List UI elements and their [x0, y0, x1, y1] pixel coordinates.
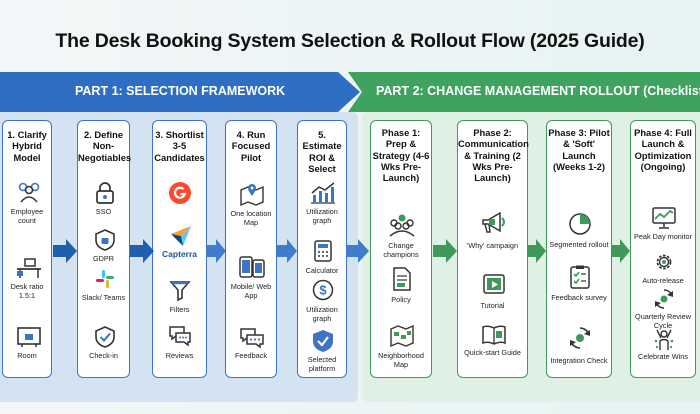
phase-card-2: Phase 2: Communication & Training (2 Wks… — [457, 120, 529, 378]
phase-card-4: Phase 4: Full Launch & Optimization (Ong… — [630, 120, 696, 378]
item-label: Filters — [169, 305, 190, 314]
capterra-logo-icon — [171, 226, 191, 246]
step-title: 1. Clarify Hybrid Model — [7, 129, 47, 163]
step-card-3: 3. Shortlist 3-5 Candidates Capterra Fil… — [152, 120, 207, 378]
slack-icon — [96, 270, 114, 288]
item-label: Desk ratio 1.5:1 — [10, 282, 44, 300]
item-label: Room — [17, 351, 37, 360]
item-label: Employee count — [10, 207, 44, 225]
item-label: Reviews — [165, 351, 194, 360]
flow-arrow — [130, 239, 154, 263]
chat-icon — [240, 328, 264, 349]
item-label: Quick-start Guide — [464, 348, 521, 357]
item-label: Quarterly Review Cycle — [635, 312, 691, 330]
phase-card-3: Phase 3: Pilot & 'Soft' Launch (Weeks 1-… — [546, 120, 612, 378]
pie-icon — [569, 213, 591, 235]
policy-icon — [393, 267, 411, 291]
item-label: Selected platform — [307, 355, 337, 373]
survey-icon — [570, 265, 590, 289]
item-label: Neighborhood Map — [378, 351, 424, 369]
people-icon — [18, 182, 40, 203]
phase-title: Phase 1: Prep & Strategy (4-6 Wks Pre-La… — [372, 127, 430, 184]
flow-arrow — [277, 239, 297, 263]
room-icon — [17, 327, 41, 347]
item-label: 'Why' campaign — [466, 241, 519, 250]
step-card-4: 4. Run Focused Pilot One location Map Mo… — [225, 120, 277, 378]
step-title: 2. Define Non-Negotiables — [78, 129, 132, 163]
phase-card-1: Phase 1: Prep & Strategy (4-6 Wks Pre-La… — [370, 120, 432, 378]
part1-banner — [0, 72, 360, 112]
flow-arrow — [53, 239, 77, 263]
part1-banner-label: PART 1: SELECTION FRAMEWORK — [75, 84, 286, 98]
item-label: Feedback — [234, 351, 268, 360]
item-label: Auto-release — [642, 276, 684, 285]
item-label: Check-in — [89, 351, 118, 360]
step-card-2: 2. Define Non-Negotiables SSO GDPR Slack… — [77, 120, 132, 378]
page-title: The Desk Booking System Selection & Roll… — [55, 30, 645, 52]
check-shield-icon — [95, 326, 115, 348]
item-label: Slack/ Teams — [81, 293, 126, 302]
calculator-icon — [314, 240, 332, 262]
item-label: Utilization graph — [306, 207, 338, 225]
filter-icon — [169, 281, 191, 301]
item-label: One location Map — [230, 209, 272, 227]
item-label: Peak Day monitor — [634, 232, 692, 241]
item-label: Calculator — [305, 266, 339, 275]
phase-title: Phase 4: Full Launch & Optimization (Ong… — [634, 127, 692, 172]
guide-icon — [482, 325, 506, 345]
flow-arrow — [433, 239, 457, 263]
step-title: 4. Run Focused Pilot — [231, 129, 271, 163]
part2-banner-label: PART 2: CHANGE MANAGEMENT ROLLOUT (Check… — [376, 84, 700, 98]
item-label: Segmented rollout — [549, 240, 609, 249]
megaphone-icon — [482, 211, 505, 233]
phase-title: Phase 3: Pilot & 'Soft' Launch (Weeks 1-… — [548, 127, 610, 172]
item-label: GDPR — [92, 254, 115, 263]
selected-icon — [313, 330, 333, 352]
flow-arrow — [528, 239, 546, 263]
lock-icon — [96, 182, 114, 204]
svg-text:$: $ — [319, 283, 327, 298]
flow-arrow — [347, 239, 369, 263]
tutorial-icon — [483, 274, 505, 294]
integration-icon — [570, 327, 590, 349]
item-label: Utilization graph — [306, 305, 338, 323]
capterra-label: Capterra — [162, 249, 197, 259]
cycle-icon — [655, 289, 673, 309]
map-icon — [390, 324, 414, 348]
part2-banner — [348, 72, 700, 112]
flow-arrow — [612, 239, 630, 263]
step-title: 3. Shortlist 3-5 Candidates — [154, 129, 205, 163]
monitor-icon — [652, 207, 676, 229]
dollar-icon: $ — [312, 279, 334, 301]
step-title: 5. Estimate ROI & Select — [302, 129, 342, 174]
phone-icon — [239, 256, 265, 278]
step-card-1: 1. Clarify Hybrid Model Employee count D… — [2, 120, 52, 378]
champions-icon — [389, 214, 415, 237]
item-label: Mobile/ Web App — [230, 282, 272, 300]
step-card-5: 5. Estimate ROI & Select Utilization gra… — [297, 120, 347, 378]
item-label: Integration Check — [550, 356, 608, 365]
reviews-icon — [169, 326, 191, 347]
item-label: Change champions — [383, 241, 419, 259]
flow-arrow — [206, 239, 226, 263]
graph-icon — [311, 182, 335, 204]
item-label: Policy — [391, 295, 411, 304]
celebrate-icon — [654, 329, 674, 350]
item-label: Celebrate Wins — [638, 352, 688, 361]
item-label: Feedback survey — [551, 293, 607, 302]
shield-icon — [95, 229, 115, 251]
gear-icon — [656, 254, 672, 270]
item-label: SSO — [95, 207, 112, 216]
phase-title: Phase 2: Communication & Training (2 Wks… — [458, 127, 529, 184]
item-label: Tutorial — [480, 301, 505, 310]
desk-icon — [17, 258, 41, 278]
g2-logo-icon — [169, 182, 191, 204]
map-pin-icon — [240, 184, 264, 206]
